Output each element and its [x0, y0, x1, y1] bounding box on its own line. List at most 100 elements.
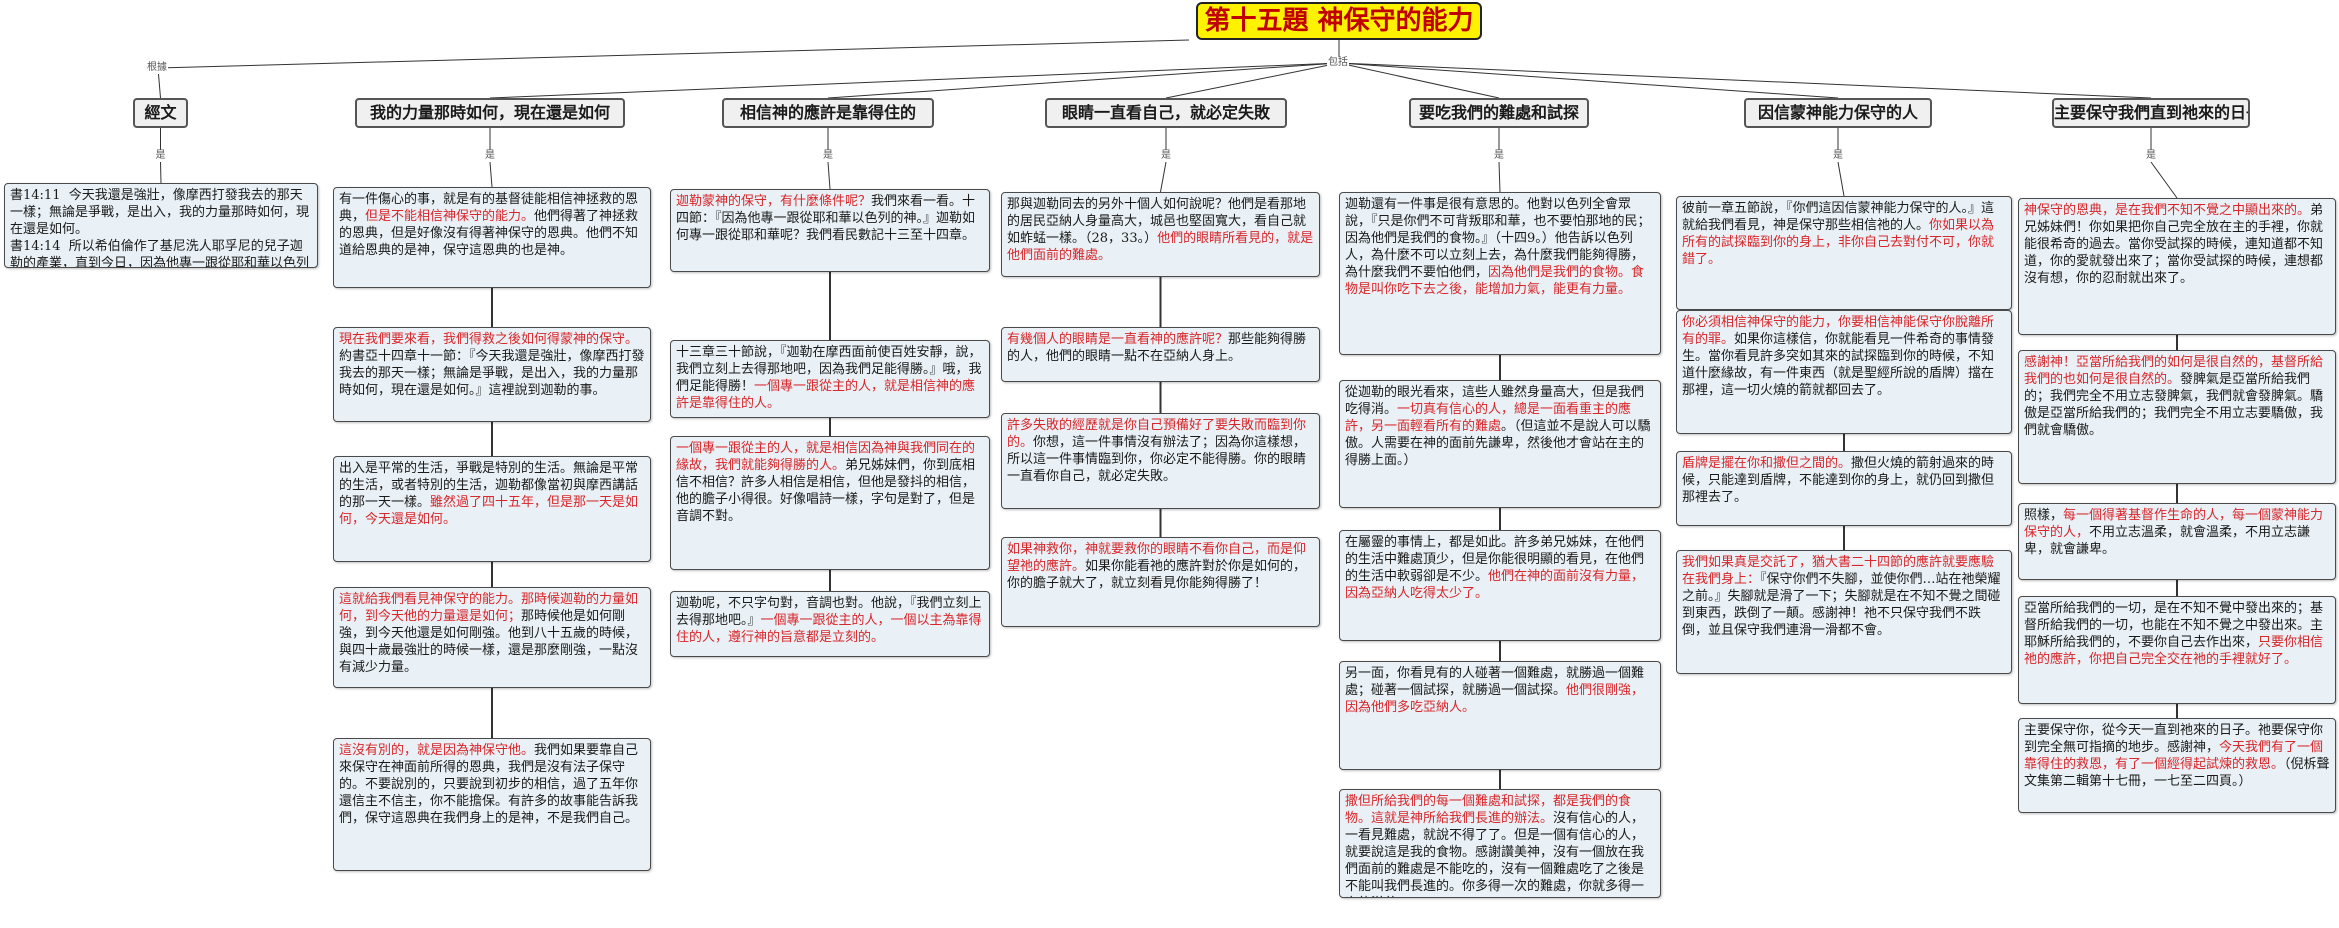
content-card: 有一件傷心的事，就是有的基督徒能相信神拯救的恩典，但是不能相信神保守的能力。他們…	[333, 187, 651, 288]
topic-heading: 我的力量那時如何，現在還是如何	[355, 98, 625, 128]
body-text: 弟兄姊妹們，你到底相信不相信？許多人相信是相信，但他是發抖的相信，他的膽子小得很…	[676, 458, 976, 524]
connector-label-is: 是	[1832, 150, 1844, 162]
body-text: 照樣，	[2024, 508, 2064, 523]
emphasis-text: 雖然過了四十五年，但是那一天是如何，今天還是如何。	[339, 495, 639, 527]
body-text: 你想，這一件事情沒有辦法了；因為你這樣想，所以這一件事情臨到你，你必定不能得勝。…	[1007, 435, 1307, 484]
topic-heading: 因信蒙神能力保守的人	[1744, 98, 1932, 128]
emphasis-text: 我們如果真是交託了，猶大書二十四節的應許就要應驗在我們身上：	[1682, 555, 1995, 587]
emphasis-text: 他們在神的面前沒有力量，因為亞納人吃得太少了。	[1345, 569, 1645, 601]
content-card: 迦勒呢，不只字句對，音調也對。他說，『我們立刻上去得那地吧。』一個專一跟從主的人…	[670, 591, 990, 657]
body-text: 十三章三十節說，『迦勒在摩西面前使百姓安靜，說，我們立刻上去得那地吧，因為我們足…	[676, 345, 982, 394]
content-card: 神保守的恩典，是在我們不知不覺之中顯出來的。弟兄姊妹們！你如果把你自己完全放在主…	[2018, 198, 2336, 335]
emphasis-text: 許多失敗的經歷就是你自己預備好了要失敗而臨到你的。	[1007, 418, 1307, 450]
connector-line	[1837, 161, 1845, 197]
body-text: 他們得著了神拯救的恩典，但是好像沒有得著神保守的恩典。他們不知道給恩典的是神，保…	[339, 209, 639, 258]
body-text: 不用立志溫柔，就會溫柔，不用立志謙卑，就會謙卑。	[2024, 525, 2311, 557]
emphasis-text: 這沒有別的，就是因為神保守他。	[339, 743, 535, 758]
content-card: 如果神救你，神就要救你的眼睛不看你自己，而是仰望祂的應許。如果你能看祂的應許對於…	[1001, 537, 1320, 627]
connector-label-is: 是	[822, 150, 834, 162]
body-text: 如果你這樣信，你就能看見一件希奇的事情發生。當你看見許多突如其來的試探臨到你的時…	[1682, 332, 1995, 398]
body-text: 書14:11 今天我還是強壯，像摩西打發我去的那天一樣；無論是爭戰，是出入，我的…	[10, 188, 310, 268]
emphasis-text: 每一個得著基督作生命的人，每一個蒙神能力保守的人，	[2024, 508, 2324, 540]
body-text: 我們如果要靠自己來保守在神面前所得的恩典，我們是沒有法子保守的。不要說別的，只要…	[339, 743, 639, 826]
content-card: 這沒有別的，就是因為神保守他。我們如果要靠自己來保守在神面前所得的恩典，我們是沒…	[333, 738, 651, 871]
connector-line	[827, 62, 1340, 99]
content-card: 許多失敗的經歷就是你自己預備好了要失敗而臨到你的。你想，這一件事情沒有辦法了；因…	[1001, 413, 1320, 509]
body-text: 那時候他是如何剛強，到今天他還是如何剛強。他到八十五歲的時候，與四十歲最強壯的時…	[339, 609, 639, 675]
connector-line	[489, 161, 493, 188]
body-text: 發脾氣是亞當所給我們的；我們完全不用立志發脾氣，我們就會發脾氣。驕傲是亞當所給我…	[2024, 372, 2324, 438]
emphasis-text: 你必須相信神保守的能力，你要相信神能保守你脫離所有的罪。	[1682, 315, 1995, 347]
emphasis-text: 一個專一跟從主的人，就是相信神的應許是靠得住的人。	[676, 379, 976, 411]
content-card: 在屬靈的事情上，都是如此。許多弟兄姊妹，在他們的生活中難處頂少，但是你能很明顯的…	[1339, 530, 1661, 641]
content-card: 亞當所給我們的一切，是在不知不覺中發出來的；基督所給我們的一切，也能在不知不覺之…	[2018, 596, 2336, 704]
body-text: 出入是平常的生活，爭戰是特別的生活。無論是平常的生活，或者特別的生活，迦勒都像當…	[339, 461, 639, 510]
emphasis-text: 一個專一跟從主的人，就是相信因為神與我們同在的緣故，我們就能夠得勝的人。	[676, 441, 976, 473]
body-text: 另一面，你看見有的人碰著一個難處，就勝過一個難處；碰著一個試探，就勝過一個試探。	[1345, 666, 1645, 698]
body-text: 如果你能看祂的應許對於你是如何的，你的膽子就大了，就立刻看見你能夠得勝了！	[1007, 559, 1307, 591]
body-text: 亞當所給我們的一切，是在不知不覺中發出來的；基督所給我們的一切，也能在不知不覺之…	[2024, 601, 2324, 650]
content-card: 這就給我們看見神保守的能力。那時候迦勒的力量如何，到今天他的力量還是如何；那時候…	[333, 587, 651, 688]
map-title: 第十五題 神保守的能力	[1196, 2, 1482, 40]
content-card: 照樣，每一個得著基督作生命的人，每一個蒙神能力保守的人，不用立志溫柔，就會溫柔，…	[2018, 503, 2336, 580]
content-card: 迦勒還有一件事是很有意思的。他對以色列全會眾說，『只是你們不可背叛耶和華，也不要…	[1339, 192, 1661, 355]
body-text: 主要保守你，從今天一直到祂來的日子。祂要保守你到完全無可指摘的地步。感謝神，	[2024, 723, 2324, 755]
emphasis-text: 一個專一跟從主的人，一個以主為靠得住的人，遵行神的旨意都是立刻的。	[676, 613, 982, 645]
emphasis-text: 因為他們是我們的食物。食物是叫你吃下去之後，能增加力氣，能更有力量。	[1345, 265, 1645, 297]
emphasis-text: 如果神救你，神就要救你的眼睛不看你自己，而是仰望祂的應許。	[1007, 542, 1307, 574]
body-text: 『保守你們不失腳，並使你們…站在祂榮耀之前。』失腳就是滑了一下；失腳就是在不知不…	[1682, 572, 2001, 638]
connector-line	[1338, 62, 2152, 99]
emphasis-text: 他們的眼睛所看見的，就是他們面前的難處。	[1007, 231, 1314, 263]
body-text: 彼前一章五節說，『你們這因信蒙神能力保守的人。』這就給我們看見，神是保守那些相信…	[1682, 201, 1995, 233]
connector-label-is: 是	[1160, 150, 1172, 162]
content-card: 從迦勒的眼光看來，這些人雖然身量高大，但是我們吃得消。一切真有信心的人，總是一面…	[1339, 380, 1661, 508]
connector-line	[1338, 62, 1839, 99]
content-card: 十三章三十節說，『迦勒在摩西面前使百姓安靜，說，我們立刻上去得那地吧，因為我們足…	[670, 340, 990, 418]
connector-label-is: 是	[2145, 150, 2157, 162]
content-card: 迦勒蒙神的保守，有什麼條件呢？我們來看一看。十四節：『因為他專一跟從耶和華以色列…	[670, 189, 990, 272]
body-text: 迦勒還有一件事是很有意思的。他對以色列全會眾說，『只是你們不可背叛耶和華，也不要…	[1345, 197, 1651, 280]
connector-line	[1498, 161, 1501, 193]
connector-label-basis: 根據	[146, 62, 168, 74]
emphasis-text: 感謝神！亞當所給我們的如何是很自然的，基督所給我們的也如何是很自然的。	[2024, 355, 2324, 387]
topic-heading: 相信神的應許是靠得住的	[722, 98, 934, 128]
body-text: 約書亞十四章十一節：『今天我還是強壯，像摩西打發我去的那天一樣；無論是爭戰，是出…	[339, 349, 645, 398]
body-text: 從迦勒的眼光看來，這些人雖然身量高大，但是我們吃得消。	[1345, 385, 1645, 417]
topic-heading: 經文	[133, 98, 188, 128]
connector-label-is: 是	[484, 150, 496, 162]
body-text: 撒但火燒的箭射過來的時候，只能達到盾牌，不能達到你的身上，就仍回到撒但那裡去了。	[1682, 456, 1995, 505]
connector-line	[489, 62, 1340, 99]
emphasis-text: 這就給我們看見神保守的能力。那時候迦勒的力量如何，到今天他的力量還是如何；	[339, 592, 639, 624]
emphasis-text: 神保守的恩典，是在我們不知不覺之中顯出來的。	[2024, 203, 2311, 218]
connector-line	[1165, 62, 1340, 99]
connector-line	[157, 39, 1190, 69]
body-text: （倪柝聲文集第二輯第十七冊，一七至二四頁。）	[2024, 757, 2330, 789]
content-card: 盾牌是擺在你和撒但之間的。撒但火燒的箭射過來的時候，只能達到盾牌，不能達到你的身…	[1676, 451, 2012, 526]
content-card: 你必須相信神保守的能力，你要相信神能保守你脫離所有的罪。如果你這樣信，你就能看見…	[1676, 310, 2012, 434]
content-card: 有幾個人的眼睛是一直看神的應許呢？那些能夠得勝的人，他們的眼睛一點不在亞納人身上…	[1001, 327, 1320, 382]
body-text: 那與迦勒同去的另外十個人如何說呢？他們是看那地的居民亞納人身量高大，城邑也堅固寬…	[1007, 197, 1307, 246]
emphasis-text: 但是不能相信神保守的能力。	[365, 209, 535, 224]
emphasis-text: 現在我們要來看，我們得救之後如何得蒙神的保守。	[339, 332, 639, 347]
emphasis-text: 只要你相信祂的應許，你把自己完全交在祂的手裡就好了。	[2024, 635, 2324, 667]
emphasis-text: 盾牌是擺在你和撒但之間的。	[1682, 456, 1852, 471]
content-card: 我們如果真是交託了，猶大書二十四節的應許就要應驗在我們身上：『保守你們不失腳，並…	[1676, 550, 2012, 674]
emphasis-text: 今天我們有了一個靠得住的救恩，有了一個經得起試煉的救恩。	[2024, 740, 2324, 772]
connector-label-includes: 包括	[1327, 57, 1349, 69]
content-card: 主要保守你，從今天一直到祂來的日子。祂要保守你到完全無可指摘的地步。感謝神，今天…	[2018, 718, 2336, 813]
content-card: 現在我們要來看，我們得救之後如何得蒙神的保守。約書亞十四章十一節：『今天我還是強…	[333, 327, 651, 422]
topic-heading: 眼睛一直看自己，就必定失敗	[1045, 98, 1287, 128]
content-card: 書14:11 今天我還是強壯，像摩西打發我去的那天一樣；無論是爭戰，是出入，我的…	[4, 183, 318, 268]
connector-line	[1338, 62, 1500, 99]
body-text: 在屬靈的事情上，都是如此。許多弟兄姊妹，在他們的生活中難處頂少，但是你能很明顯的…	[1345, 535, 1645, 584]
body-text: 那些能夠得勝的人，他們的眼睛一點不在亞納人身上。	[1007, 332, 1307, 364]
content-card: 撒但所給我們的每一個難處和試探，都是我們的食物。這就是神所給我們長進的辦法。沒有…	[1339, 789, 1661, 898]
body-text: 我們來看一看。十四節：『因為他專一跟從耶和華以色列的神。』迦勒如何專一跟從耶和華…	[676, 194, 976, 243]
connector-line	[160, 161, 162, 184]
content-card: 彼前一章五節說，『你們這因信蒙神能力保守的人。』這就給我們看見，神是保守那些相信…	[1676, 196, 2012, 310]
body-text: 迦勒呢，不只字句對，音調也對。他說，『我們立刻上去得那地吧。』	[676, 596, 982, 628]
emphasis-text: 他們很剛強，因為他們多吃亞納人。	[1345, 683, 1645, 715]
emphasis-text: 有幾個人的眼睛是一直看神的應許呢？	[1007, 332, 1229, 347]
content-card: 感謝神！亞當所給我們的如何是很自然的，基督所給我們的也如何是很自然的。發脾氣是亞…	[2018, 350, 2336, 484]
body-text: 沒有信心的人，一看見難處，就說不得了了。但是一個有信心的人，就要說這是我的食物。…	[1345, 811, 1645, 897]
